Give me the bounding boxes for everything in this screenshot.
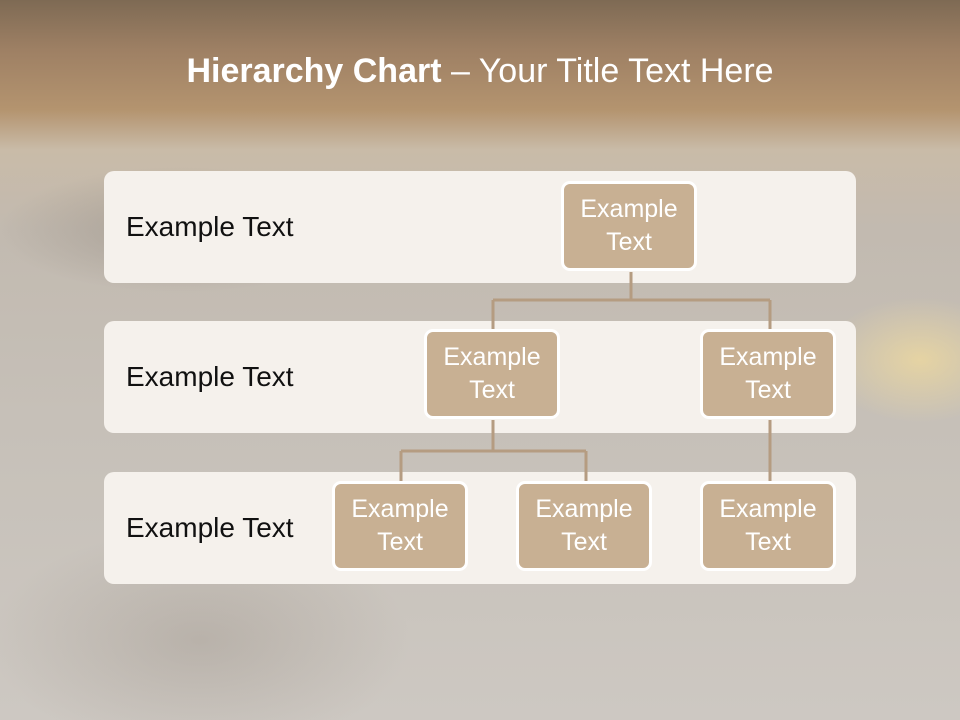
row-band-1: Example Text [104,171,856,283]
title-rest: – Your Title Text Here [441,52,774,90]
connector-root-to-level2 [491,272,772,331]
row-label-3: Example Text [126,512,294,543]
node-level2-left: Example Text [424,329,560,419]
row-label-2: Example Text [126,361,294,392]
node-level3-3: Example Text [700,481,836,571]
node-root: Example Text [561,181,697,271]
connector-level2a-to-level3 [399,420,588,483]
row-label-1: Example Text [126,211,294,242]
title-bold: Hierarchy Chart [186,52,442,90]
slide-title: Hierarchy Chart – Your Title Text Here [0,52,960,91]
node-level3-2: Example Text [516,481,652,571]
node-level2-right: Example Text [700,329,836,419]
node-level3-1: Example Text [332,481,468,571]
